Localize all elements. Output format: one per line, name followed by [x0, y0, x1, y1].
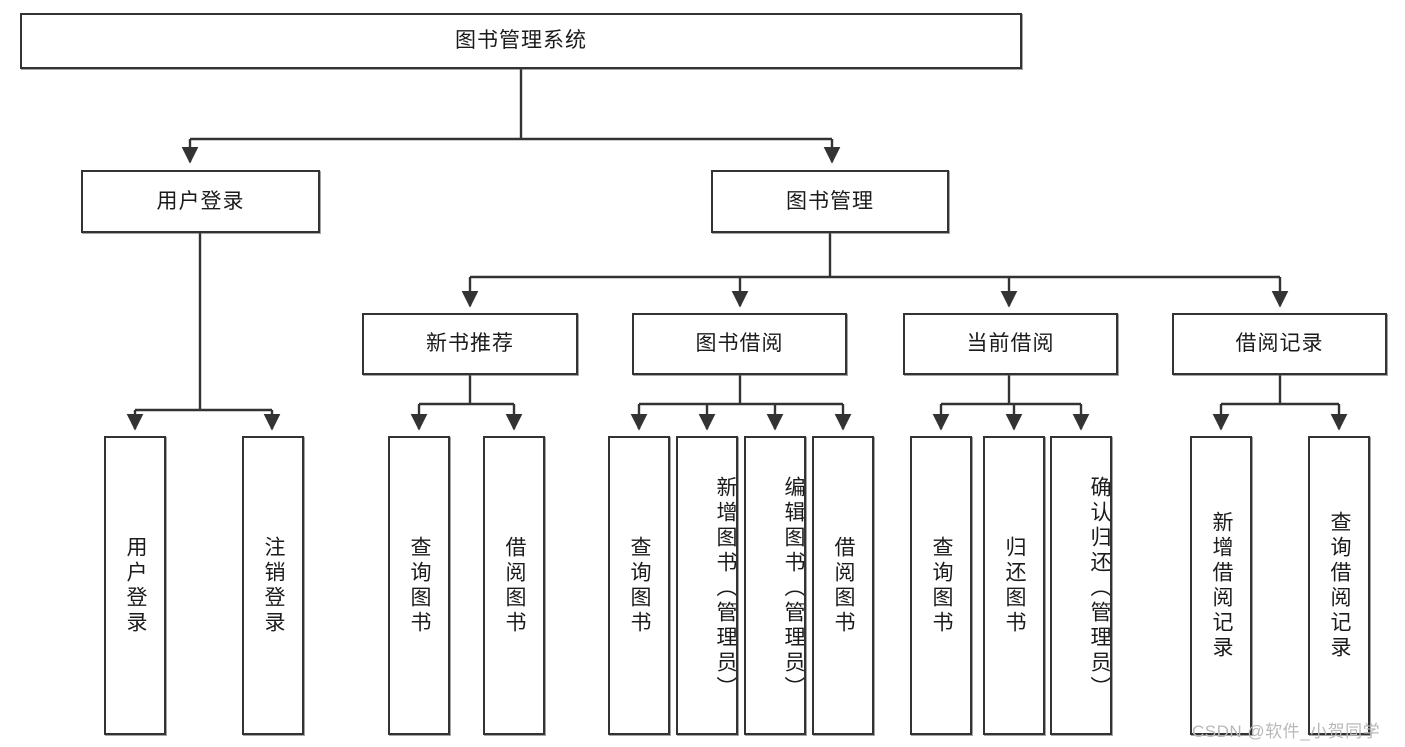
- node-leaf-query-book-3-label: 查询图书: [930, 535, 954, 636]
- node-leaf-borrow-book-2-label: 借阅图书: [832, 535, 856, 636]
- node-leaf-logout[interactable]: 注销登录: [242, 436, 304, 735]
- node-root-label: 图书管理系统: [455, 29, 587, 53]
- node-leaf-confirm-return-label: 确认归还（管理员）: [1088, 476, 1111, 701]
- node-book-manage[interactable]: 图书管理: [711, 170, 949, 233]
- node-leaf-add-book-label: 新增图书（管理员）: [714, 476, 737, 701]
- node-leaf-return-book[interactable]: 归还图书: [983, 436, 1045, 735]
- node-leaf-query-book-1[interactable]: 查询图书: [388, 436, 450, 735]
- node-leaf-add-record[interactable]: 新增借阅记录: [1190, 436, 1252, 735]
- csdn-watermark: CSDN @软件_小贺同学: [1192, 722, 1381, 741]
- node-leaf-logout-label: 注销登录: [262, 535, 286, 636]
- node-leaf-query-record[interactable]: 查询借阅记录: [1308, 436, 1370, 735]
- node-leaf-return-book-label: 归还图书: [1003, 535, 1027, 636]
- node-leaf-query-book-2[interactable]: 查询图书: [608, 436, 670, 735]
- node-user-login[interactable]: 用户登录: [81, 170, 320, 233]
- node-leaf-add-book[interactable]: 新增图书（管理员）: [676, 436, 738, 735]
- node-leaf-borrow-book-2[interactable]: 借阅图书: [812, 436, 874, 735]
- node-leaf-borrow-book-1-label: 借阅图书: [503, 535, 527, 636]
- node-book-borrow[interactable]: 图书借阅: [632, 313, 847, 375]
- node-leaf-query-record-label: 查询借阅记录: [1328, 510, 1352, 661]
- node-leaf-user-login[interactable]: 用户登录: [104, 436, 166, 735]
- node-leaf-user-login-label: 用户登录: [124, 535, 148, 636]
- node-root[interactable]: 图书管理系统: [20, 13, 1022, 69]
- node-current-borrow[interactable]: 当前借阅: [903, 313, 1118, 375]
- node-leaf-edit-book[interactable]: 编辑图书（管理员）: [744, 436, 806, 735]
- node-new-book-rec[interactable]: 新书推荐: [362, 313, 578, 375]
- node-borrow-record[interactable]: 借阅记录: [1172, 313, 1387, 375]
- node-book-borrow-label: 图书借阅: [695, 332, 784, 356]
- node-current-borrow-label: 当前借阅: [966, 332, 1055, 356]
- node-leaf-query-book-2-label: 查询图书: [628, 535, 652, 636]
- node-user-login-label: 用户登录: [156, 189, 245, 213]
- node-borrow-record-label: 借阅记录: [1235, 332, 1324, 356]
- node-leaf-borrow-book-1[interactable]: 借阅图书: [483, 436, 545, 735]
- node-leaf-add-record-label: 新增借阅记录: [1210, 510, 1234, 661]
- node-new-book-rec-label: 新书推荐: [426, 332, 514, 356]
- node-book-manage-label: 图书管理: [786, 189, 874, 213]
- node-leaf-edit-book-label: 编辑图书（管理员）: [782, 476, 805, 701]
- node-leaf-query-book-3[interactable]: 查询图书: [910, 436, 972, 735]
- node-leaf-query-book-1-label: 查询图书: [408, 535, 432, 636]
- node-leaf-confirm-return[interactable]: 确认归还（管理员）: [1050, 436, 1112, 735]
